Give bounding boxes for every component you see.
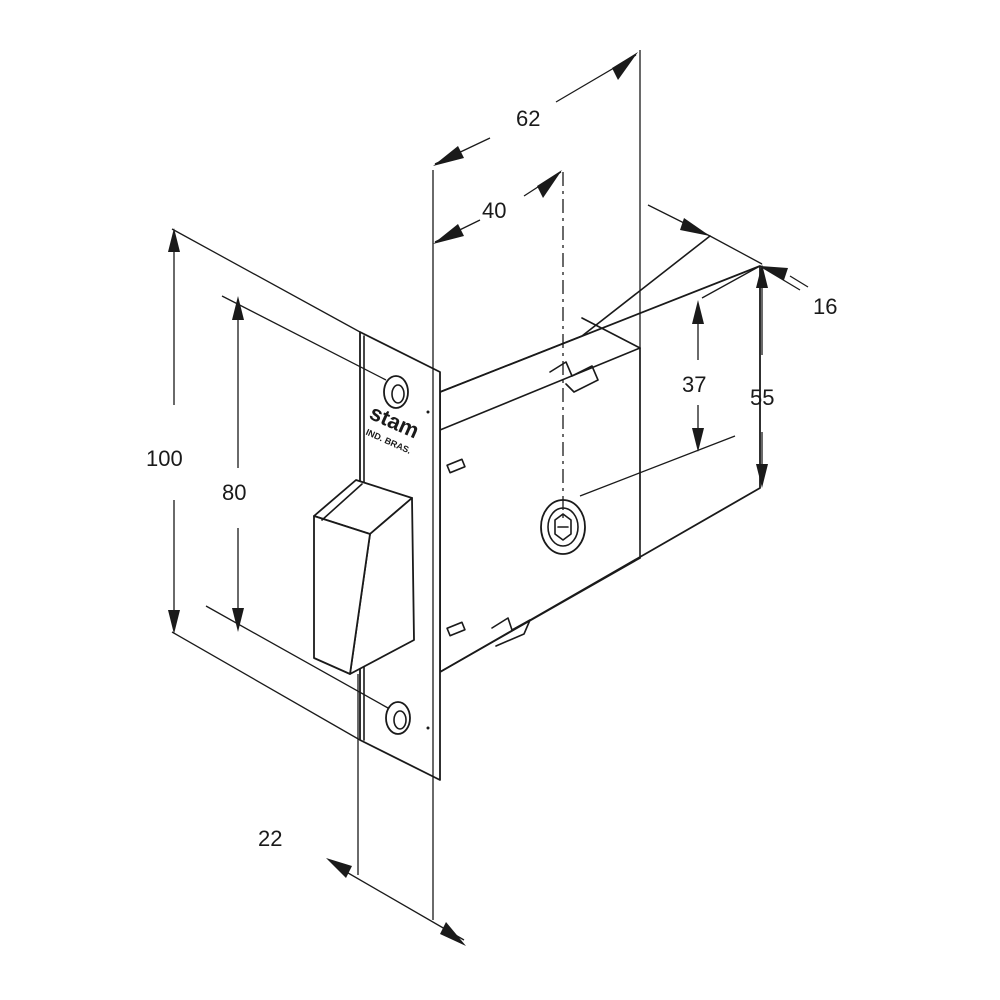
dim-label-62: 62 <box>516 106 540 131</box>
dim-label-37: 37 <box>682 372 706 397</box>
lock-body <box>439 235 761 673</box>
dim-label-16: 16 <box>813 294 837 319</box>
dim-label-80: 80 <box>222 480 246 505</box>
latch-bolt <box>313 479 415 675</box>
dimension-lines <box>168 52 809 946</box>
dim-label-55: 55 <box>750 385 774 410</box>
dim-label-22: 22 <box>258 826 282 851</box>
brand-logo: stam IND. BRAS. <box>364 400 423 456</box>
dim-label-100: 100 <box>146 446 183 471</box>
extension-lines <box>171 50 801 920</box>
dim-label-40: 40 <box>482 198 506 223</box>
